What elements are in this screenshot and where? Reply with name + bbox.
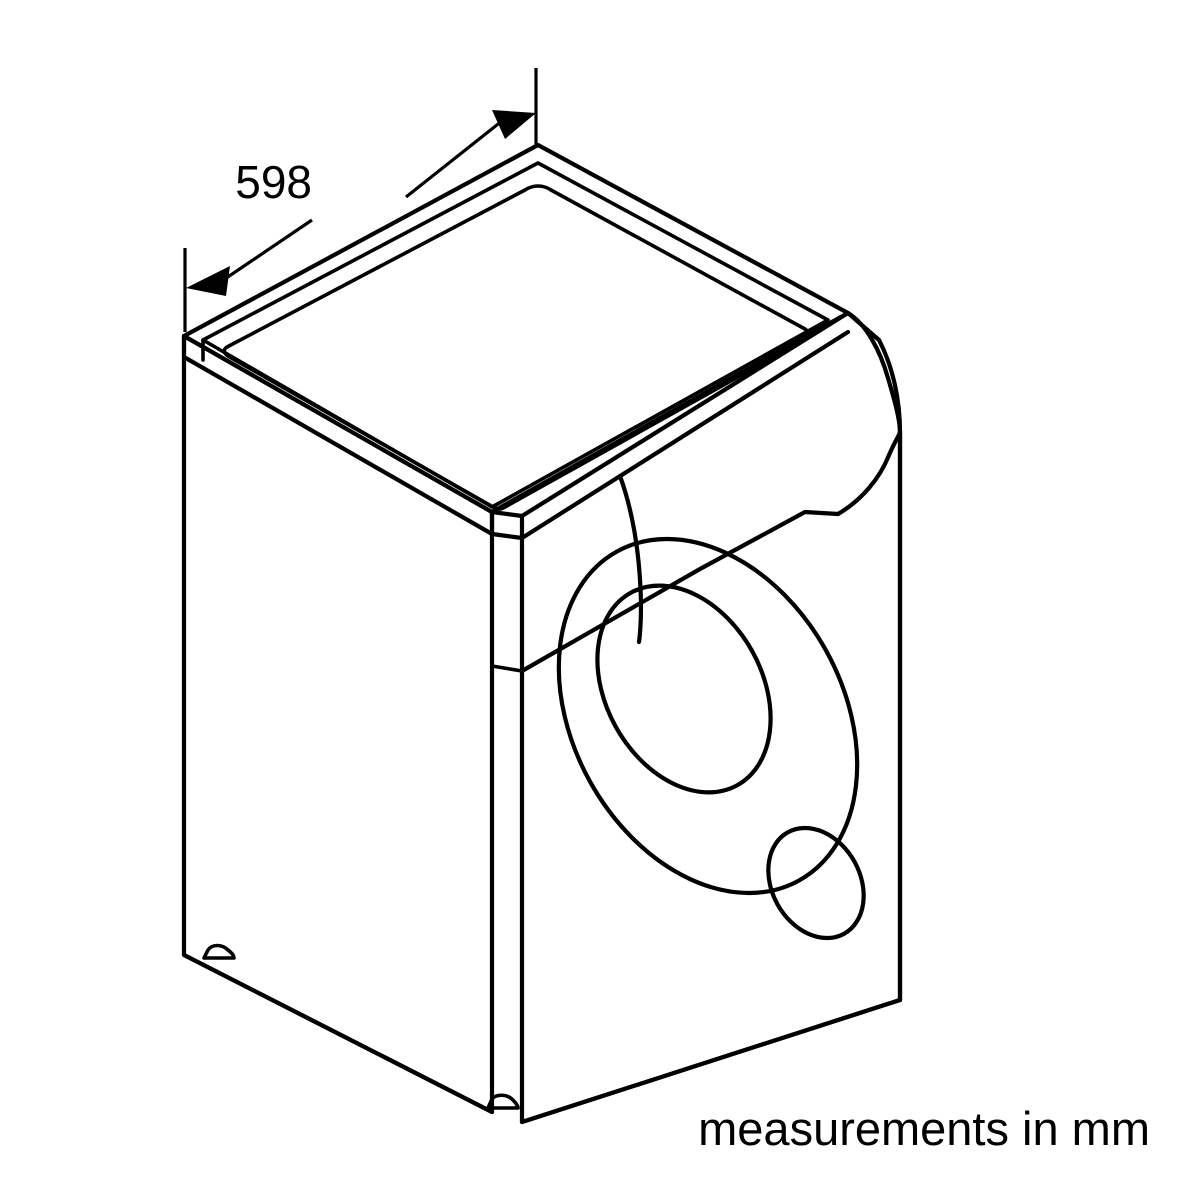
dimension-line-right-segment (405, 111, 513, 199)
left-bottom-edge (181, 952, 495, 1115)
units-note: measurements in mm (698, 1102, 1150, 1155)
top-rim-left-thickness (181, 333, 495, 537)
dimension-arrow-left (186, 266, 230, 296)
pump-filter-cover (766, 825, 866, 941)
detergent-drawer-divider (617, 473, 644, 645)
control-panel-top-edge (519, 329, 851, 541)
leveling-foot-left (202, 943, 236, 960)
dimension-arrow-right (492, 110, 536, 139)
top-rim-right-shoulder (845, 310, 903, 435)
door (556, 536, 860, 896)
front-bottom-edge (519, 997, 903, 1125)
dimension-line-left-segment (215, 218, 313, 287)
leveling-foot-front (486, 1093, 520, 1110)
control-panel-bottom-edge (519, 509, 841, 674)
dimension-value-598: 598 (235, 156, 312, 208)
door-glass (595, 583, 773, 795)
top-rim-front-thickness (489, 531, 525, 541)
top-panel-inset (222, 184, 811, 511)
front-left-corner-notch (490, 664, 524, 673)
control-panel-right-wrap (835, 429, 903, 517)
